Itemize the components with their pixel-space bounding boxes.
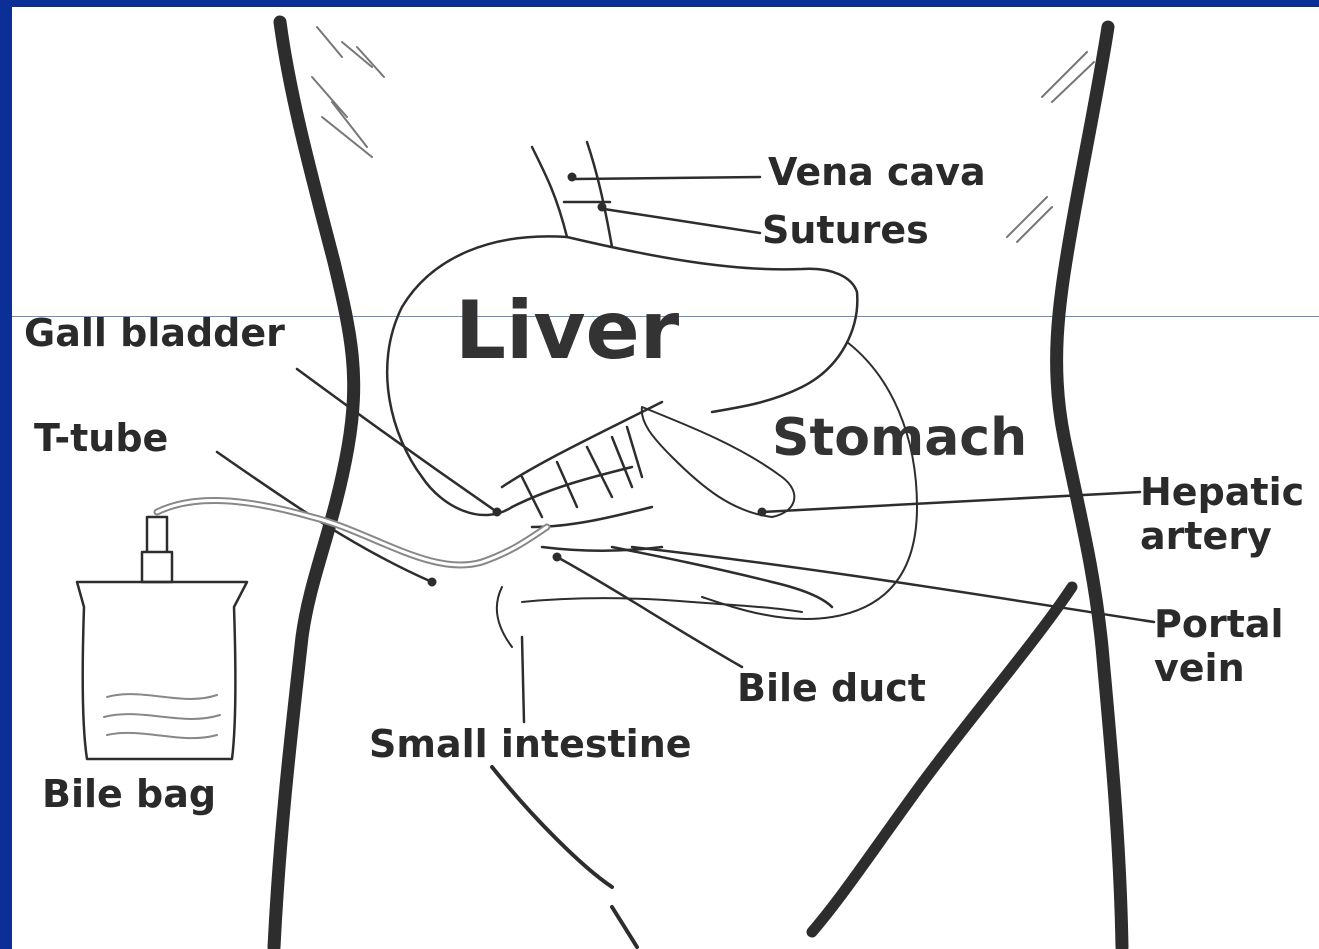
gall-bladder-pointer (297, 369, 497, 512)
label-gall-bladder: Gall bladder (24, 314, 285, 352)
vena-cava-pointer (574, 177, 760, 179)
small-intestine-pointer (522, 637, 524, 722)
bile-duct-pointer (557, 557, 742, 667)
shading-top-left (312, 27, 384, 157)
bile-bag-fluid (104, 694, 220, 738)
vena-cava (532, 142, 612, 247)
right-body-outline (1057, 27, 1122, 947)
lower-right-contour (812, 587, 1072, 932)
label-bile-bag: Bile bag (42, 775, 216, 813)
bile-bag-outline (77, 582, 247, 759)
diagram-frame: Vena cava Sutures Liver Gall bladder T-t… (12, 7, 1319, 949)
portal-vein-vessel (612, 547, 832, 607)
label-bile-duct: Bile duct (737, 669, 926, 707)
small-intestine-loop (497, 587, 802, 647)
label-hepatic-artery-line1: Hepatic artery (1140, 470, 1304, 558)
label-small-intestine: Small intestine (369, 725, 692, 763)
t-tube (157, 501, 547, 566)
label-portal-vein: Portal vein (1154, 602, 1284, 690)
label-t-tube: T-tube (34, 419, 168, 457)
label-vena-cava: Vena cava (768, 153, 986, 191)
label-liver: Liver (455, 291, 679, 371)
label-sutures: Sutures (762, 211, 929, 249)
bile-bag-neck (142, 517, 172, 582)
vessel-tangle (502, 402, 662, 551)
label-stomach: Stomach (772, 412, 1027, 464)
left-body-outline (274, 22, 354, 947)
lower-midline (492, 767, 637, 947)
sutures-pointer (604, 209, 760, 233)
